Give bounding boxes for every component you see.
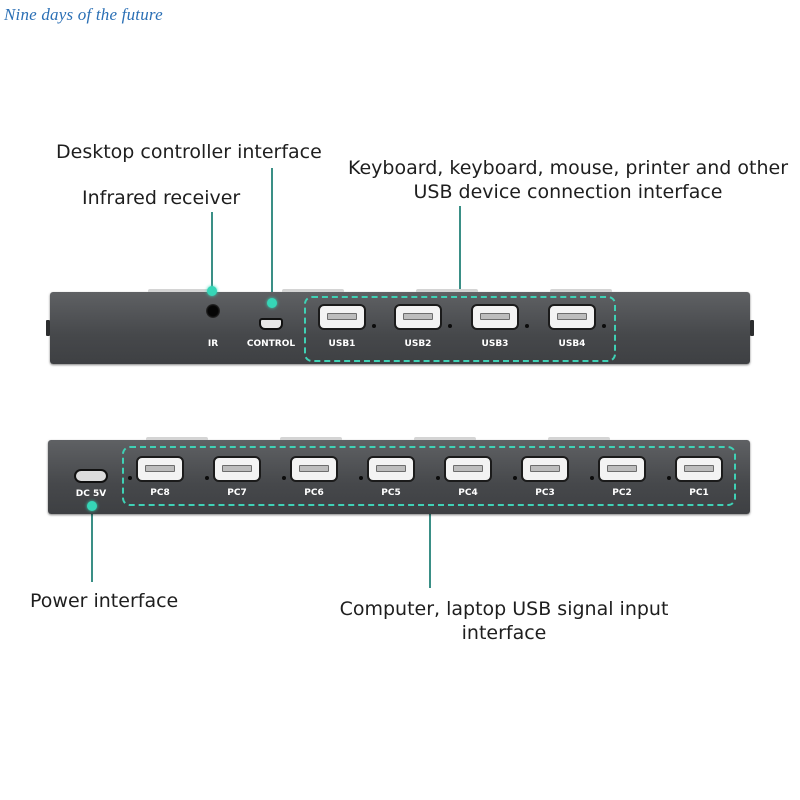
pc3-label: PC3	[535, 488, 555, 498]
pc7-label: PC7	[227, 488, 247, 498]
top-rear-panel: IR CONTROL USB1 USB2 USB3 USB4	[46, 289, 754, 364]
pc8-port	[136, 456, 184, 482]
infrared-receiver-callout: Infrared receiver	[82, 187, 241, 209]
usb3-label: USB3	[481, 339, 509, 349]
usb-devices-leader-line	[459, 206, 461, 296]
usb-devices-highlight-box	[304, 296, 616, 362]
pc6-indicator	[282, 476, 286, 480]
pc6-label: PC6	[304, 488, 324, 498]
pc4-indicator	[436, 476, 440, 480]
computer-input-callout-line1: Computer, laptop USB signal input	[339, 598, 669, 620]
controller-leader-line	[271, 168, 273, 302]
usb-devices-callout-line2: USB device connection interface	[413, 181, 723, 203]
usb3-indicator	[525, 324, 529, 328]
pc2-indicator	[590, 476, 594, 480]
power-marker-dot	[87, 501, 97, 511]
infrared-marker-dot	[207, 286, 217, 296]
watermark-text: Nine days of the future	[4, 5, 163, 24]
computer-input-callout: Computer, laptop USB signal input interf…	[318, 597, 690, 645]
usb1-indicator	[372, 324, 376, 328]
pc4-port	[444, 456, 492, 482]
usb4-port	[548, 304, 596, 330]
pc2-label: PC2	[612, 488, 632, 498]
power-callout: Power interface	[30, 590, 179, 612]
pc1-label: PC1	[689, 488, 709, 498]
ir-label: IR	[207, 339, 219, 349]
pc2-port	[598, 456, 646, 482]
usb1-label: USB1	[328, 339, 356, 349]
usb2-label: USB2	[404, 339, 432, 349]
usb-devices-callout: Keyboard, keyboard, mouse, printer and o…	[340, 156, 796, 204]
bottom-rear-panel: DC 5V PC8 PC7 PC6 PC5 PC4 PC3 PC2 PC1	[48, 437, 750, 514]
pc6-port	[290, 456, 338, 482]
usb4-indicator	[602, 324, 606, 328]
pc8-indicator	[128, 476, 132, 480]
control-label: CONTROL	[246, 339, 296, 349]
dc-power-port	[74, 469, 108, 483]
pc-inputs-highlight-box	[122, 446, 736, 506]
usb1-port	[318, 304, 366, 330]
pc3-port	[521, 456, 569, 482]
computer-input-leader-line	[429, 502, 431, 588]
control-port	[259, 318, 283, 330]
desktop-controller-callout: Desktop controller interface	[56, 141, 322, 163]
usb2-indicator	[448, 324, 452, 328]
usb2-port	[394, 304, 442, 330]
pc7-port	[213, 456, 261, 482]
pc5-label: PC5	[381, 488, 401, 498]
power-leader-line	[91, 510, 93, 582]
pc1-port	[675, 456, 723, 482]
dc-power-label: DC 5V	[75, 489, 107, 499]
pc7-indicator	[205, 476, 209, 480]
computer-input-callout-line2: interface	[461, 622, 547, 644]
pc3-indicator	[513, 476, 517, 480]
usb4-label: USB4	[558, 339, 586, 349]
usb3-port	[471, 304, 519, 330]
controller-marker-dot	[267, 298, 277, 308]
pc5-port	[367, 456, 415, 482]
pc4-label: PC4	[458, 488, 478, 498]
infrared-leader-line	[211, 212, 213, 290]
ir-receiver-jack	[206, 304, 220, 318]
pc1-indicator	[667, 476, 671, 480]
pc8-label: PC8	[150, 488, 170, 498]
usb-devices-callout-line1: Keyboard, keyboard, mouse, printer and o…	[347, 157, 789, 179]
pc5-indicator	[359, 476, 363, 480]
